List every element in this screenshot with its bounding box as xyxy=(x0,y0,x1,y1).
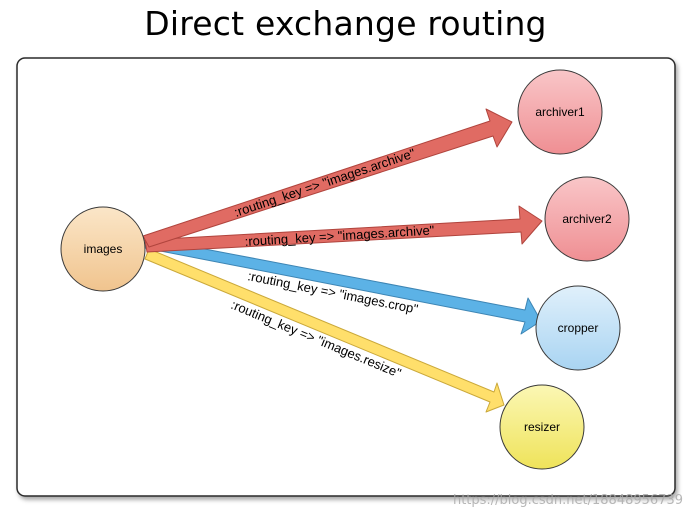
node-label-archiver1: archiver1 xyxy=(535,105,585,119)
node-label-archiver2: archiver2 xyxy=(562,212,612,226)
node-label-cropper: cropper xyxy=(558,321,599,335)
node-archiver1: archiver1 xyxy=(517,69,603,155)
node-resizer: resizer xyxy=(499,384,585,470)
watermark-text: https://blog.csdn.net/18848956739 xyxy=(452,493,683,508)
node-cropper: cropper xyxy=(535,285,621,371)
page-title: Direct exchange routing xyxy=(144,4,547,43)
node-images: images xyxy=(60,206,146,292)
node-label-images: images xyxy=(84,242,123,256)
node-label-resizer: resizer xyxy=(524,420,560,434)
node-archiver2: archiver2 xyxy=(544,176,630,262)
